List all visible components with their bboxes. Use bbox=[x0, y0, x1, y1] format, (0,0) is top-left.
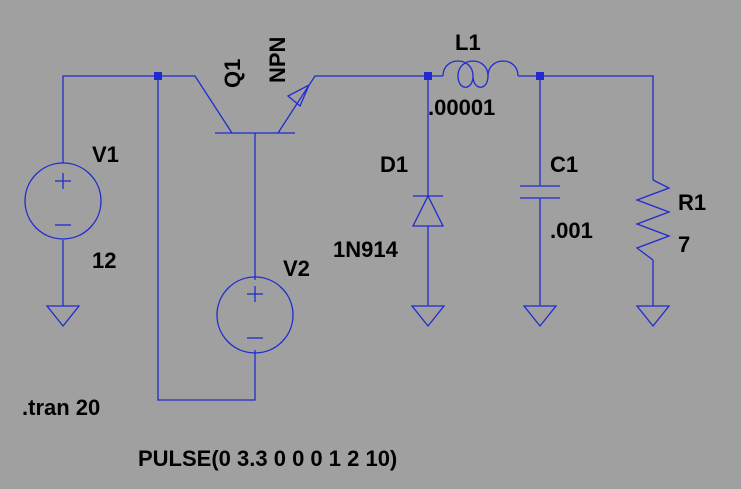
ground-icon[interactable] bbox=[635, 305, 671, 328]
wire-v1-to-collector[interactable] bbox=[62, 75, 233, 163]
emitter-arrow-icon bbox=[286, 83, 311, 108]
junctions bbox=[154, 72, 544, 80]
l1-value-label[interactable]: .00001 bbox=[428, 95, 495, 120]
transistor-q1[interactable] bbox=[215, 83, 311, 134]
junction-dot bbox=[536, 72, 544, 80]
d1-name-label[interactable]: D1 bbox=[380, 152, 408, 177]
capacitor-c1[interactable] bbox=[520, 185, 560, 199]
junction-dot bbox=[154, 72, 162, 80]
l1-name-label[interactable]: L1 bbox=[455, 30, 481, 55]
q1-type-label[interactable]: NPN bbox=[265, 37, 290, 83]
wire-loop-v2[interactable] bbox=[157, 76, 256, 401]
ground-icon[interactable] bbox=[522, 305, 558, 328]
voltage-source-v1[interactable] bbox=[24, 162, 102, 240]
voltage-source-v2[interactable] bbox=[216, 276, 294, 354]
labels: V1 12 V2 Q1 NPN L1 .00001 D1 1N914 C1 .0… bbox=[22, 30, 706, 471]
wires bbox=[62, 75, 654, 401]
pulse-directive[interactable]: PULSE(0 3.3 0 0 0 1 2 10) bbox=[138, 446, 397, 471]
inductor-l1[interactable] bbox=[442, 60, 519, 88]
c1-name-label[interactable]: C1 bbox=[550, 152, 578, 177]
wire-emitter-to-node[interactable] bbox=[277, 75, 443, 134]
v1-value-label[interactable]: 12 bbox=[92, 248, 116, 273]
grounds bbox=[45, 305, 671, 328]
v2-name-label[interactable]: V2 bbox=[283, 256, 310, 281]
ground-icon[interactable] bbox=[45, 305, 81, 328]
ground-icon[interactable] bbox=[410, 305, 446, 328]
v1-name-label[interactable]: V1 bbox=[92, 142, 119, 167]
tran-directive[interactable]: .tran 20 bbox=[22, 395, 100, 420]
r1-name-label[interactable]: R1 bbox=[678, 190, 706, 215]
diode-d1[interactable] bbox=[411, 194, 445, 227]
wire-output-to-r1[interactable] bbox=[540, 75, 654, 180]
resistor-r1[interactable] bbox=[635, 179, 671, 261]
junction-dot bbox=[424, 72, 432, 80]
q1-name-label[interactable]: Q1 bbox=[220, 59, 245, 88]
d1-model-label[interactable]: 1N914 bbox=[333, 237, 399, 262]
c1-value-label[interactable]: .001 bbox=[550, 218, 593, 243]
r1-value-label[interactable]: 7 bbox=[678, 232, 690, 257]
